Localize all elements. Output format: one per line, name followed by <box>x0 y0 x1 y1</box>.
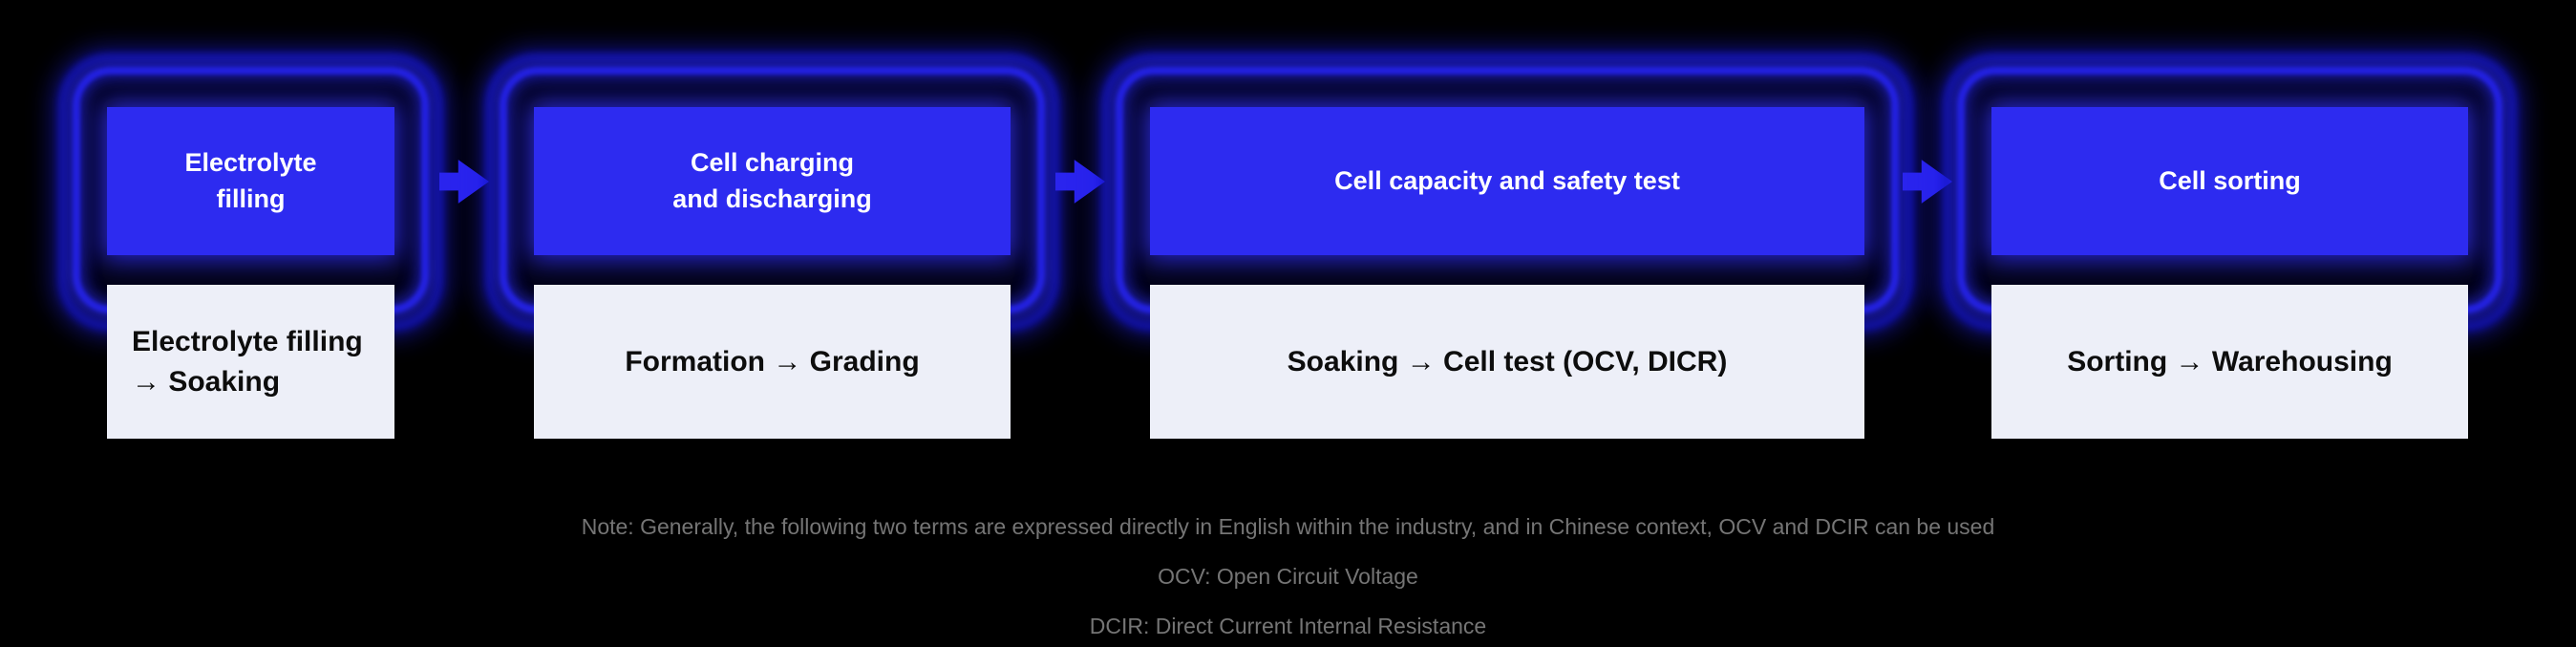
stage-title-box: Cell sorting <box>1991 107 2468 255</box>
stage-subtitle: Sorting → Warehousing <box>2067 345 2393 377</box>
flow-arrow-icon <box>1055 160 1105 204</box>
stage-cell-charging: Cell charging and discharging Formation … <box>484 53 1060 439</box>
stage-title: Cell sorting <box>2159 165 2301 195</box>
stage-capacity-safety-test: Cell capacity and safety test Soaking → … <box>1100 53 1914 439</box>
stage-title: Cell capacity and safety test <box>1334 165 1680 195</box>
stage-title-box: Electrolyte filling <box>107 107 394 255</box>
stage-subtitle: Formation → Grading <box>625 345 920 377</box>
stage-subtitle-box: Sorting → Warehousing <box>1991 285 2468 439</box>
stage-subtitle: Soaking → Cell test (OCV, DICR) <box>1287 345 1728 377</box>
stage-electrolyte-filling: Electrolyte filling Electrolyte filling … <box>57 53 444 439</box>
note-line-3: DCIR: Direct Current Internal Resistance <box>1089 614 1487 638</box>
note-line-2: OCV: Open Circuit Voltage <box>1158 564 1418 589</box>
stage-title-box: Cell charging and discharging <box>534 107 1011 255</box>
flow-arrow-icon <box>439 160 489 204</box>
note-line-1: Note: Generally, the following two terms… <box>581 514 1995 539</box>
stage-title: Cell charging and discharging <box>672 147 872 213</box>
stage-title-box: Cell capacity and safety test <box>1150 107 1864 255</box>
stage-title: Electrolyte filling <box>184 147 317 213</box>
stage-subtitle-box: Soaking → Cell test (OCV, DICR) <box>1150 285 1864 439</box>
stage-subtitle-box: Formation → Grading <box>534 285 1011 439</box>
footnotes: Note: Generally, the following two terms… <box>0 513 2576 647</box>
stage-subtitle-box: Electrolyte filling → Soaking <box>107 285 394 439</box>
stage-cell-sorting: Cell sorting Sorting → Warehousing <box>1942 53 2518 439</box>
stage-subtitle: Electrolyte filling → Soaking <box>132 325 363 398</box>
